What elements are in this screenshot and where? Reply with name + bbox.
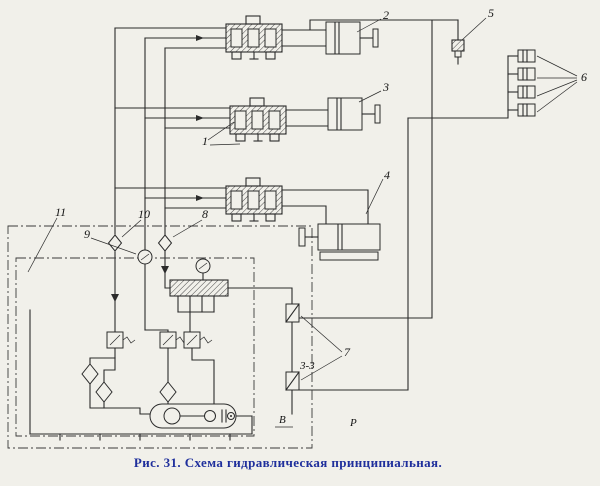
label-11: 11 xyxy=(55,205,66,219)
label-2: 2 xyxy=(383,8,389,22)
arrow-icon xyxy=(161,266,169,274)
label-7: 7 xyxy=(344,345,351,359)
power-unit-enclosure-outer xyxy=(7,225,313,449)
plug-unit xyxy=(517,103,536,117)
relief-valve-left xyxy=(106,331,136,349)
label-6: 6 xyxy=(581,70,587,84)
label-4: 4 xyxy=(384,168,390,182)
label-9: 9 xyxy=(84,227,90,241)
suction-filter-b xyxy=(95,381,113,403)
item-labels: 2 5 6 3 1 4 11 10 8 9 7 3-3 В Р xyxy=(55,6,587,429)
gauge-9-needle xyxy=(140,253,150,261)
check-valve-7a xyxy=(285,303,300,323)
label-3: 3 xyxy=(382,80,389,94)
figure-caption: Рис. 31. Схема гидравлическая принципиал… xyxy=(134,455,442,470)
port-label-b: В xyxy=(279,414,286,426)
filter-8 xyxy=(158,234,172,252)
pump-motor-unit xyxy=(149,403,237,429)
port-label-p: Р xyxy=(349,417,357,429)
plug-group-6 xyxy=(517,49,536,117)
plug-unit xyxy=(517,49,536,63)
arrow-icon xyxy=(196,35,204,41)
breather-5 xyxy=(451,39,465,65)
hydraulic-cylinder-3 xyxy=(327,97,381,131)
flow-arrows xyxy=(111,35,204,302)
arrow-icon xyxy=(111,294,119,302)
label-5: 5 xyxy=(488,6,494,20)
power-unit-enclosure-inner xyxy=(15,257,255,437)
filter-10 xyxy=(108,234,122,252)
suction-filter-a xyxy=(81,363,99,385)
directional-valve-bottom xyxy=(225,177,283,222)
label-10: 10 xyxy=(138,207,150,221)
directional-valve-top xyxy=(225,15,283,60)
hydraulic-cylinder-2 xyxy=(325,21,379,55)
relief-valve-right xyxy=(183,331,213,349)
arrow-icon xyxy=(196,115,204,121)
section-mark: 3-3 xyxy=(299,360,315,372)
leader-lines xyxy=(27,17,578,381)
check-valve-7b xyxy=(285,371,300,391)
label-8: 8 xyxy=(202,207,208,221)
hydraulic-cylinder-4 xyxy=(298,223,381,261)
suction-filter-c xyxy=(159,381,177,403)
plug-unit xyxy=(517,67,536,81)
arrow-icon xyxy=(196,195,204,201)
label-1: 1 xyxy=(202,134,208,148)
directional-valve-middle xyxy=(229,97,287,142)
plug-unit xyxy=(517,85,536,99)
pipework-lines xyxy=(29,19,519,441)
control-manifold xyxy=(169,279,229,297)
pressure-gauge xyxy=(195,258,211,274)
